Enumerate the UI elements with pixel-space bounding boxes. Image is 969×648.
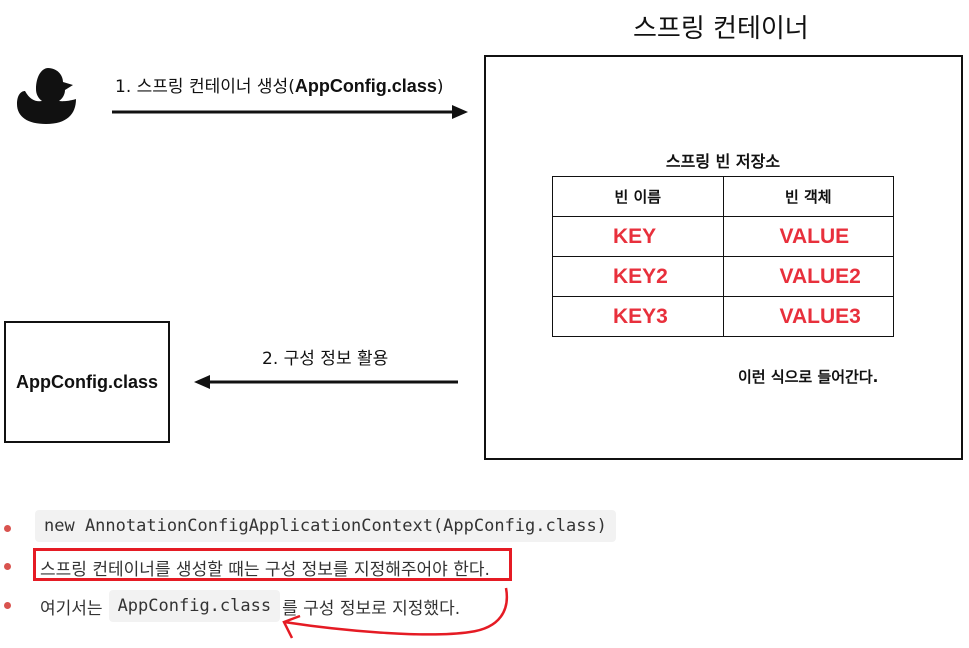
code-snippet: new AnnotationConfigApplicationContext(A… xyxy=(35,510,616,542)
spring-container-box xyxy=(484,55,963,460)
create-arrow xyxy=(112,105,468,119)
bean-value: VALUE3 xyxy=(722,296,894,337)
use-config-arrow xyxy=(194,375,458,389)
bullet-dot xyxy=(4,525,11,532)
bean-value: VALUE xyxy=(722,216,894,257)
container-title: 스프링 컨테이너 xyxy=(633,14,809,44)
bullet-text: 여기서는 AppConfig.class 를 구성 정보로 지정했다. xyxy=(40,590,460,622)
header-bean-object: 빈 객체 xyxy=(722,176,894,217)
bean-table: 빈 이름 빈 객체 KEY VALUE KEY2 VALUE2 KEY3 VAL… xyxy=(552,176,894,337)
table-row: KEY3 VALUE3 xyxy=(552,296,894,337)
bean-key: KEY3 xyxy=(552,296,724,337)
bean-key: KEY xyxy=(552,216,724,257)
highlighted-text: 스프링 컨테이너를 생성할 때는 구성 정보를 지정해주어야 xyxy=(40,560,448,580)
bullet-dot xyxy=(4,563,11,570)
table-header-row: 빈 이름 빈 객체 xyxy=(552,176,894,217)
code-inline: AppConfig.class xyxy=(108,590,281,622)
bullet-text: 스프링 컨테이너를 생성할 때는 구성 정보를 지정해주어야 한다. xyxy=(40,560,490,580)
table-row: KEY2 VALUE2 xyxy=(552,256,894,297)
bean-value: VALUE2 xyxy=(722,256,894,297)
annotation-arrow xyxy=(282,587,509,639)
bullet-dot xyxy=(4,602,11,609)
table-row: KEY VALUE xyxy=(552,216,894,257)
bean-storage-title: 스프링 빈 저장소 xyxy=(665,152,781,171)
appconfig-label: AppConfig.class xyxy=(15,371,158,392)
bean-key: KEY2 xyxy=(552,256,724,297)
duck-icon xyxy=(17,68,76,124)
header-bean-name: 빈 이름 xyxy=(552,176,724,217)
use-config-label: 2. 구성 정보 활용 xyxy=(262,349,389,369)
appconfig-box xyxy=(4,321,170,443)
highlight-box xyxy=(33,548,512,581)
create-container-label: 1. 스프링 컨테이너 생성(AppConfig.class) xyxy=(115,76,444,97)
table-caption: 이런 식으로 들어간다. xyxy=(738,368,879,386)
